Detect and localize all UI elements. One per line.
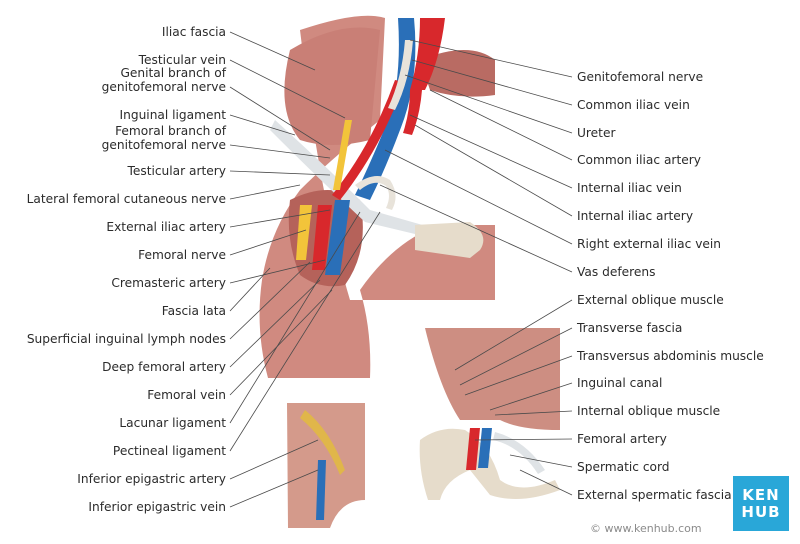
femoral-artery-inset [466, 428, 480, 470]
leader-external-spermatic-fascia [519, 469, 573, 496]
label-inguinal-canal: Inguinal canal [577, 376, 663, 390]
leader-superficial-inguinal-lymph-nodes [229, 261, 311, 340]
label-internal-oblique-muscle: Internal oblique muscle [577, 404, 721, 418]
leader-transversus-abdominis-muscle [464, 355, 573, 396]
inset-lower-left [287, 403, 365, 528]
femoral-nerve [296, 205, 312, 260]
ureter [388, 40, 413, 110]
inset-lower-left-vessels [300, 410, 345, 475]
leader-femoral-branch-of-genitofemoral-nerve [229, 144, 331, 159]
pelvic-bone [419, 428, 560, 500]
leader-inferior-epigastric-artery [229, 439, 319, 480]
leader-testicular-artery [229, 170, 331, 176]
femoral-vein-inset [478, 428, 492, 468]
leader-lacunar-ligament [229, 211, 361, 424]
label-testicular-artery: Testicular artery [127, 164, 226, 178]
leader-vas-deferens [379, 184, 573, 273]
label-deep-femoral-artery: Deep femoral artery [102, 360, 226, 374]
label-iliac-fascia: Iliac fascia [161, 25, 226, 39]
leader-testicular-vein [229, 59, 346, 119]
leader-internal-iliac-vein [409, 114, 573, 189]
kenhub-logo: KEN HUB [733, 476, 789, 531]
leader-inferior-epigastric-vein [229, 469, 319, 508]
logo-line-1: KEN [742, 485, 780, 504]
leader-genitofemoral-nerve [409, 39, 573, 78]
inset-lower-left-vein [316, 460, 326, 520]
leader-lateral-femoral-cutaneous-nerve [229, 184, 301, 200]
leader-transverse-fascia [459, 327, 573, 386]
label-transverse-fascia: Transverse fascia [577, 321, 683, 335]
internal-iliac-artery [403, 90, 422, 135]
leader-pectineal-ligament [229, 211, 381, 452]
leader-internal-iliac-artery [414, 124, 573, 217]
spermatic-cord-inset [493, 432, 545, 474]
leader-fascia-lata [229, 267, 271, 312]
label-femoral-vein: Femoral vein [147, 388, 226, 402]
leader-femoral-artery [474, 438, 573, 441]
label-transversus-abdominis-muscle: Transversus abdominis muscle [577, 349, 764, 363]
leader-lines [229, 31, 573, 508]
leader-right-external-iliac-vein [384, 149, 573, 245]
label-common-iliac-artery: Common iliac artery [577, 153, 701, 167]
leader-internal-oblique-muscle [494, 410, 573, 416]
label-testicular-vein: Testicular vein [138, 53, 226, 67]
logo-line-2: HUB [741, 502, 781, 521]
label-external-iliac-artery: External iliac artery [106, 220, 226, 234]
inset-lower-left-tissue [287, 403, 365, 528]
common-iliac-vein [355, 18, 416, 200]
femoral-artery-main [312, 205, 332, 270]
abdominal-wall-muscles [425, 328, 560, 430]
psoas-muscle [420, 50, 495, 97]
label-genitofemoral-nerve: Genitofemoral nerve [577, 70, 704, 84]
leader-iliac-fascia [229, 31, 316, 71]
leader-inguinal-ligament [229, 114, 296, 136]
main-view [259, 15, 495, 378]
label-external-oblique-muscle: External oblique muscle [577, 293, 724, 307]
leader-inguinal-canal [489, 382, 573, 411]
label-inferior-epigastric-vein: Inferior epigastric vein [88, 500, 226, 514]
label-internal-iliac-vein: Internal iliac vein [577, 181, 682, 195]
pubic-bone [415, 222, 484, 258]
leader-spermatic-cord [509, 454, 573, 468]
leader-common-iliac-vein [411, 59, 573, 106]
leader-external-oblique-muscle [454, 299, 573, 371]
leader-femoral-vein [229, 289, 333, 396]
common-iliac-artery [410, 18, 445, 90]
label-pectineal-ligament: Pectineal ligament [112, 444, 226, 458]
label-common-iliac-vein: Common iliac vein [577, 98, 690, 112]
label-superficial-inguinal-lymph-nodes: Superficial inguinal lymph nodes [26, 332, 226, 346]
leader-cremasteric-artery [229, 259, 326, 284]
leader-external-iliac-artery [229, 209, 331, 228]
femoral-vessels [325, 200, 350, 275]
label-femoral-nerve: Femoral nerve [138, 248, 226, 262]
leader-genital-branch-of-genitofemoral-nerve [229, 86, 331, 151]
label-lateral-femoral-cutaneous-nerve: Lateral femoral cutaneous nerve [26, 192, 226, 206]
leader-ureter [404, 74, 573, 134]
label-external-spermatic-fascia: External spermatic fascia [577, 488, 732, 502]
label-inguinal-ligament: Inguinal ligament [119, 108, 226, 122]
copyright-text: © www.kenhub.com [590, 522, 702, 535]
label-internal-iliac-artery: Internal iliac artery [577, 209, 694, 223]
genitofemoral-nerve [333, 120, 352, 190]
leader-deep-femoral-artery [229, 279, 321, 368]
label-ureter: Ureter [577, 126, 616, 140]
label-lacunar-ligament: Lacunar ligament [119, 416, 226, 430]
inset-lower-right [419, 328, 560, 500]
label-cremasteric-artery: Cremasteric artery [111, 276, 226, 290]
label-fascia-lata: Fascia lata [161, 304, 226, 318]
iliac-muscle [284, 27, 380, 145]
label-femoral-artery: Femoral artery [577, 432, 667, 446]
label-inferior-epigastric-artery: Inferior epigastric artery [77, 472, 226, 486]
leader-femoral-nerve [229, 229, 307, 256]
label-spermatic-cord: Spermatic cord [577, 460, 670, 474]
label-vas-deferens: Vas deferens [577, 265, 656, 279]
leader-common-iliac-artery [429, 89, 573, 161]
external-iliac-artery [332, 80, 405, 200]
label-right-external-iliac-vein: Right external iliac vein [577, 237, 722, 251]
vas-deferens [355, 176, 396, 210]
